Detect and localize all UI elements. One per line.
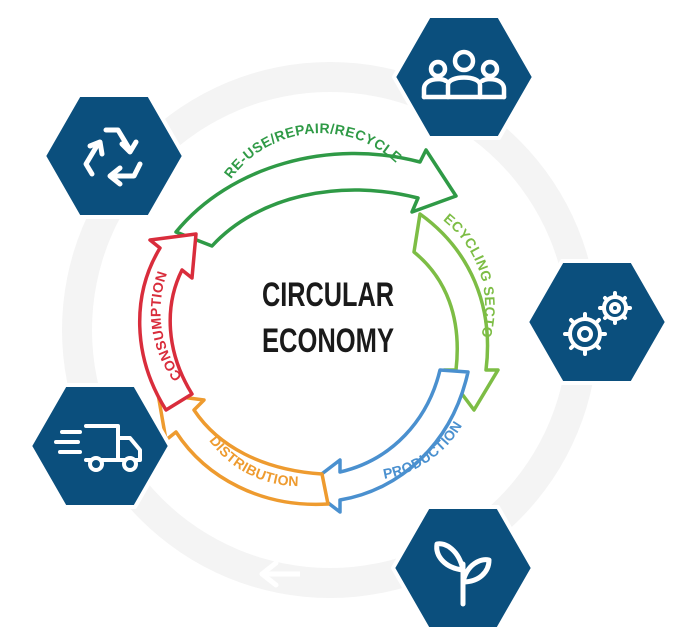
people-icon: [421, 49, 507, 100]
people-hexagon: [392, 14, 536, 140]
recycle-hexagon: [42, 93, 186, 219]
cycle-arrows: [138, 148, 500, 514]
arrow-reuse: [174, 148, 458, 248]
gears-icon: [563, 291, 632, 356]
gears-hexagon: [525, 259, 669, 385]
center-title: CIRCULAR ECONOMY: [262, 276, 394, 360]
delivery-truck-icon: [54, 424, 142, 472]
title-line-1: CIRCULAR: [262, 276, 394, 314]
plant-hexagon: [391, 505, 535, 631]
arrow-recycling: [412, 212, 500, 412]
truck-hexagon: [28, 383, 172, 509]
recycle-icon: [83, 127, 143, 187]
title-line-2: ECONOMY: [262, 322, 394, 360]
arrow-consumption: [138, 232, 198, 412]
plant-icon: [434, 541, 492, 607]
